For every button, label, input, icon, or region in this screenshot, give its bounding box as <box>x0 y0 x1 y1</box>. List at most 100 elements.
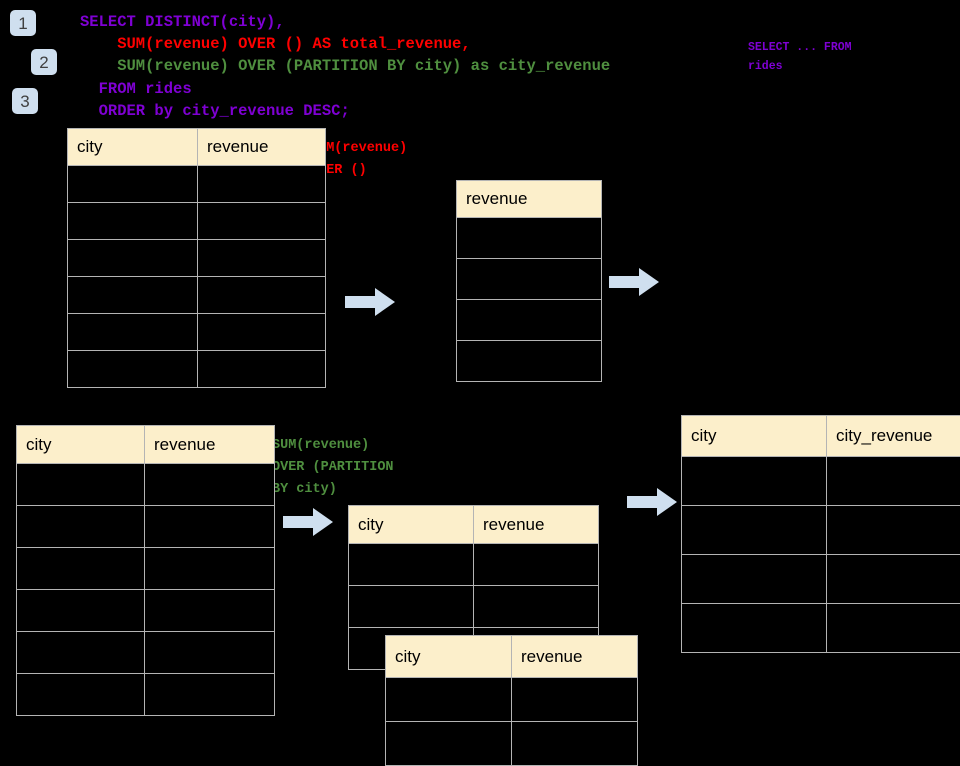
table-cell <box>68 240 198 277</box>
table-cell <box>349 586 474 628</box>
table-cell <box>145 506 275 548</box>
sql-side-note-line-1: SELECT ... FROM <box>748 38 852 57</box>
table-cell <box>198 351 326 388</box>
table-cell <box>68 277 198 314</box>
table-cell <box>512 722 638 766</box>
sql-line-order-by: ORDER by city_revenue DESC; <box>80 100 350 122</box>
table-row <box>682 555 960 604</box>
table-cell <box>386 678 512 722</box>
table-cell <box>68 351 198 388</box>
sql-line-sum-over: SUM(revenue) OVER () AS total_revenue, <box>80 33 471 55</box>
table-cell <box>17 464 145 506</box>
table-row <box>386 678 638 722</box>
table-city-revenue-result: city city_revenue <box>681 415 960 653</box>
annotation-partition-line-2: OVER (PARTITION <box>272 457 394 479</box>
table-cell <box>682 555 827 604</box>
table-row <box>682 604 960 653</box>
table-row <box>457 218 602 259</box>
table-partition-front: city revenue <box>385 635 638 766</box>
table-row <box>17 674 275 716</box>
table-header-row: city revenue <box>386 636 638 678</box>
table-rides-top: city revenue <box>67 128 326 388</box>
table-header-row: city revenue <box>17 426 275 464</box>
column-header-city: city <box>17 426 145 464</box>
table-row <box>682 457 960 506</box>
arrow-right-icon-bottom-left <box>283 508 333 536</box>
column-header-revenue: revenue <box>457 181 602 218</box>
sql-line-select: SELECT DISTINCT(city), <box>80 11 285 33</box>
table-cell <box>827 604 960 653</box>
column-header-city: city <box>68 129 198 166</box>
table-cell <box>474 544 599 586</box>
table-header-row: revenue <box>457 181 602 218</box>
table-row <box>386 722 638 766</box>
table-cell <box>457 259 602 300</box>
table-row <box>349 544 599 586</box>
table-cell <box>198 314 326 351</box>
table-row <box>68 277 326 314</box>
table-cell <box>17 506 145 548</box>
table-row <box>68 351 326 388</box>
column-header-revenue: revenue <box>512 636 638 678</box>
table-row <box>17 632 275 674</box>
table-cell <box>682 604 827 653</box>
table-cell <box>827 555 960 604</box>
sql-side-note-line-2: rides <box>748 57 783 76</box>
table-rides-bottom: city revenue <box>16 425 275 716</box>
table-row <box>17 506 275 548</box>
table-cell <box>17 548 145 590</box>
diagram-canvas: 1 2 3 SELECT DISTINCT(city), SUM(revenue… <box>0 0 960 720</box>
table-row <box>68 166 326 203</box>
table-cell <box>198 166 326 203</box>
table-cell <box>68 166 198 203</box>
table-cell <box>68 203 198 240</box>
table-row <box>68 240 326 277</box>
table-cell <box>682 457 827 506</box>
table-cell <box>145 632 275 674</box>
table-cell <box>68 314 198 351</box>
step-badge-1: 1 <box>10 10 36 36</box>
table-cell <box>17 632 145 674</box>
column-header-revenue: revenue <box>474 506 599 544</box>
column-header-city: city <box>386 636 512 678</box>
sql-line-sum-partition: SUM(revenue) OVER (PARTITION BY city) as… <box>80 55 610 77</box>
table-row <box>68 203 326 240</box>
table-cell <box>682 506 827 555</box>
table-row <box>17 464 275 506</box>
table-cell <box>827 457 960 506</box>
column-header-city: city <box>682 416 827 457</box>
table-cell <box>386 722 512 766</box>
arrow-right-icon-bottom-right <box>627 488 677 516</box>
arrow-right-icon-top-left <box>345 288 395 316</box>
table-cell <box>474 586 599 628</box>
column-header-revenue: revenue <box>198 129 326 166</box>
table-cell <box>17 674 145 716</box>
table-cell <box>198 203 326 240</box>
table-cell <box>145 548 275 590</box>
table-row <box>457 259 602 300</box>
table-row <box>17 548 275 590</box>
table-cell <box>145 590 275 632</box>
table-row <box>457 300 602 341</box>
table-row <box>17 590 275 632</box>
table-cell <box>145 464 275 506</box>
table-cell <box>457 300 602 341</box>
column-header-revenue: revenue <box>145 426 275 464</box>
table-cell <box>827 506 960 555</box>
arrow-right-icon-top-right <box>609 268 659 296</box>
table-cell <box>145 674 275 716</box>
column-header-city: city <box>349 506 474 544</box>
step-badge-3: 3 <box>12 88 38 114</box>
table-header-row: city city_revenue <box>682 416 960 457</box>
table-cell <box>17 590 145 632</box>
annotation-partition-line-1: SUM(revenue) <box>272 435 369 457</box>
table-row <box>68 314 326 351</box>
table-cell <box>198 240 326 277</box>
table-cell <box>349 544 474 586</box>
table-row <box>349 586 599 628</box>
annotation-partition-line-3: BY city) <box>272 479 337 501</box>
table-total-revenue: revenue <box>456 180 602 382</box>
table-header-row: city revenue <box>349 506 599 544</box>
table-cell <box>457 218 602 259</box>
table-row <box>457 341 602 382</box>
